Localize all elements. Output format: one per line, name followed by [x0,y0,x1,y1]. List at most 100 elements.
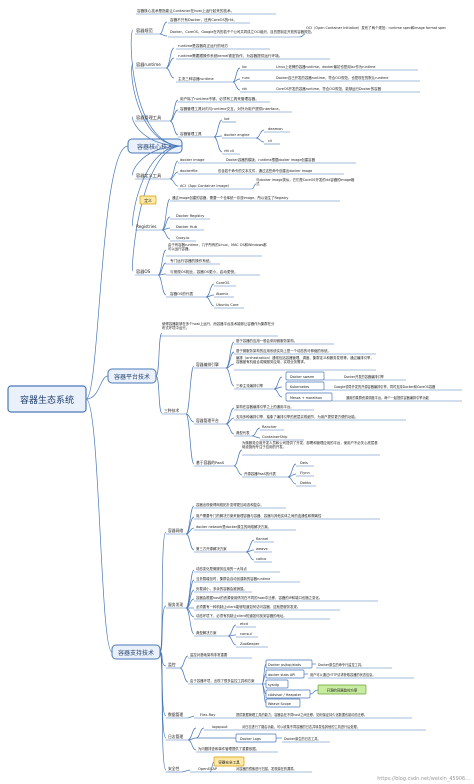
tool-rkt-cli[interactable]: rkt cli [224,149,234,153]
cat-runtime[interactable]: 容器runtime [136,61,161,68]
security-openscap[interactable]: OpenSCAP [198,767,218,771]
log-logspout[interactable]: logspout [212,725,228,729]
cat-log-mgmt[interactable]: 日志管理 [168,734,183,739]
cat-define[interactable]: 容器定义工具 [136,172,162,179]
svg-text:Google领导开发的开源容器编排引擎，同时支持Docker: Google领导开发的开源容器编排引擎，同时支持Docker和CoreOS容器 [334,384,436,389]
svg-text:Docker swarm: Docker swarm [290,375,315,379]
tool-daemon[interactable]: deamon [268,127,283,131]
registry-docker-registry[interactable]: Docker Registry [176,214,205,218]
discovery-item: 动态变化是微服务应用的一大特点 [196,566,247,571]
monitor-weave-scope[interactable]: Weave Scope [265,698,301,708]
discovery-etcd[interactable]: etcd [240,622,248,626]
mgmt-tools: 容器管理工具 [180,131,202,136]
log-docker-logs[interactable]: Docker Logs [235,733,277,743]
cat-mgmt[interactable]: 容器管理工具 [136,114,162,121]
define-dockerfile[interactable]: dockerfile 包含若干命令的文本文件，通过这些命令创建出docker i… [178,168,344,175]
cat-platform-mgmt[interactable]: 容器管理平台 [196,418,219,423]
spec-oci: OCI（Open Container Initiative）发布了两个规范：ru… [306,26,446,30]
runtime-item: runtime是容器真正运行的地方 [178,43,228,48]
cat-discovery[interactable]: 服务发现 [168,602,183,607]
orch-reps: 三种主流编排引擎 [236,383,264,388]
cat-network[interactable]: 容器网络 [168,528,183,533]
discovery-item: 必须要有一种机制让client能够知道如何访问容器，这就是服务发现。 [196,604,300,609]
orch-item: 基于容器的应用一般会采用微服务架构。 [236,338,297,343]
paas-flynn[interactable]: Flynn [300,471,310,475]
platform-intro: 使得容器能够在多个host上运行，而容器平台技术能够让容器作为集群在分布式环境中… [162,322,274,330]
mgmt-item: 用户除了runtime不够，必须有工具来管理容器。 [180,96,259,101]
cat-spec[interactable]: 容器规范 [136,27,153,34]
define-docker-image[interactable]: docker image Docker容器的模版，runtime根据docker… [178,157,356,164]
engine-mesos[interactable]: Mesos + marathon 通用的集群资源调度平台，两个一起提供容器编排引… [285,392,462,402]
registry-def-tag: 定义 [139,195,157,205]
network-third: 第三方开源解决方案 [196,546,227,551]
root-node[interactable]: 容器生态系统 [7,385,87,413]
svg-text:Mesos + marathon: Mesos + marathon [290,396,322,400]
tool-docker-engine[interactable]: docker engine [224,133,250,137]
runtime-lxc[interactable]: lxc Linux上老牌的容器runtime，docker最初也是用lxc作为r… [240,64,418,71]
cat-orchestration[interactable]: 容器编排引擎 [196,362,219,367]
network-flannel[interactable]: flannel [256,537,268,541]
hub-support[interactable]: 容器支持技术 [111,644,161,660]
orch-item: 编排（orchestration）通常包括容器管理、调度、集群定义和服务发现等。… [236,356,374,364]
svg-text:容器安全工具: 容器安全工具 [218,760,240,765]
cat-data-mgmt[interactable]: 数据管理 [168,712,183,717]
paas-deis[interactable]: Deis [300,461,308,465]
hub-support-label: 容器支持技术 [118,649,154,657]
registry-docker-hub[interactable]: Docker Hub [176,225,198,229]
network-weave[interactable]: weave [256,547,268,551]
paas-intro: 为微服务应用开发人员和公司提供了开发、部署和管理应用的平台，使用户不必关心底层基… [242,441,378,449]
spec-item: 容器不只有Docker，还有CoreOS的rkt。 [170,17,237,22]
svg-text:Docker自己开发的容器runtime，符合OCI规范，也: Docker自己开发的容器runtime，符合OCI规范，也是现在的默认runt… [276,75,388,80]
monitor-open-source-tag: 开源的容器监控方案 [317,684,367,695]
discovery-item: 负载减小，多余的容器会被销毁。 [196,586,247,591]
platform-containership[interactable]: ContainerShip [262,435,288,439]
core-intro: 容器核心技术是指能让Container在host上运行起来的技术。 [137,8,234,13]
cat-security[interactable]: 安全性 [168,766,180,771]
define-aci[interactable]: ACI（App Container Image） 与docker image类似… [178,178,356,190]
cat-os[interactable]: 容器OS [136,268,151,275]
engine-swarm[interactable]: Docker swarm Docker开发的容器编排引擎 [285,371,406,381]
cat-paas[interactable]: 基于容器的PaaS [196,460,225,465]
svg-text:包含若干命令的文本文件，通过这些命令创建出docker im: 包含若干命令的文本文件，通过这些命令创建出docker image [218,168,312,173]
runtime-rkt[interactable]: rkt CoreOS开发的容器runtime，符合OCI规范，能够运行Docke… [240,86,420,93]
security-tag: 容器安全工具 [213,756,245,767]
cat-registries[interactable]: Registries [136,224,157,229]
data-flexray[interactable]: Flex-Ray [200,713,216,717]
runtime-runc[interactable]: runc Docker自己开发的容器runtime，符合OCI规范，也是现在的默… [240,75,420,82]
monitor-item: 由于容器环境，出现了很多监控工具和方案 [190,678,255,683]
os-item: 由于有容器runtime，几乎所有的Linux、MAC OS和Windows都可… [168,243,267,251]
os-item: 与常规OS相比，容器OS更小，启动更快。 [170,269,238,274]
security-desc: 对容器的镜像进行扫描，发现潜在的漏洞。 [236,766,297,771]
registry-def: 通过image创建的容器，需要一个仓库统一存放image，所以诞生了Regist… [172,195,288,200]
svg-text:ACI（App Container Image）: ACI（App Container Image） [180,183,231,188]
discovery-consul[interactable]: consul [240,632,252,636]
os-ubuntu-core[interactable]: Ubuntu Core [216,303,239,307]
monitor-stats-api[interactable]: docker stats API [265,669,305,679]
tool-cli[interactable]: cli [268,139,272,143]
discovery-zookeeper[interactable]: ZooKeeper [240,642,260,646]
hub-platform[interactable]: 容器平台技术 [107,368,157,384]
cat-monitoring[interactable]: 监控 [168,662,176,667]
paas-dokku[interactable]: Dokku [300,481,311,485]
os-atomic[interactable]: Atomic [216,292,229,296]
spec-item: Docker、CoreOS、Google在内的若干个公司共同成立OCI组织，目的… [170,29,314,34]
svg-text:runc: runc [242,76,250,80]
log-desc: Docker原生的日志工具。 [284,736,321,741]
monitor-sysdig[interactable]: sysdig [265,679,289,689]
tool-lxd[interactable]: lxd [224,117,229,121]
network-item: 用户需要专门的解决方案来管理容器与容器、容器与其他实体之间的连通性和隔离性 [196,513,322,518]
monitor-docker-ps[interactable]: Docker ps/top/stats [265,659,313,669]
registry-quay[interactable]: Quay.io [176,236,189,240]
engine-kubernetes[interactable]: Kubernetes Google领导开发的开源容器编排引擎，同时支持Docke… [285,381,462,391]
paas-reps: 开源容器PaaS的代表 [244,471,277,476]
platform-rancher[interactable]: Rancher [262,425,277,429]
network-calico[interactable]: calico [256,557,266,561]
discovery-item: 动态环境下，必须有机制让client知道如何找到容器的地址。 [196,613,287,618]
svg-text:rkt: rkt [242,87,248,91]
discovery-item: 容器会根据host的资源使用情况在不同的host中迁移，容器的IP和端口也随之变… [196,595,322,600]
monitor-cadvisor[interactable]: cAdvisor / Heapster [265,689,311,699]
discovery-reps: 典型解决方案 [196,630,217,635]
svg-text:docker image: docker image [180,158,205,162]
svg-text:docker stats API: docker stats API [268,673,295,677]
os-coreos[interactable]: CoreOS [216,281,230,285]
